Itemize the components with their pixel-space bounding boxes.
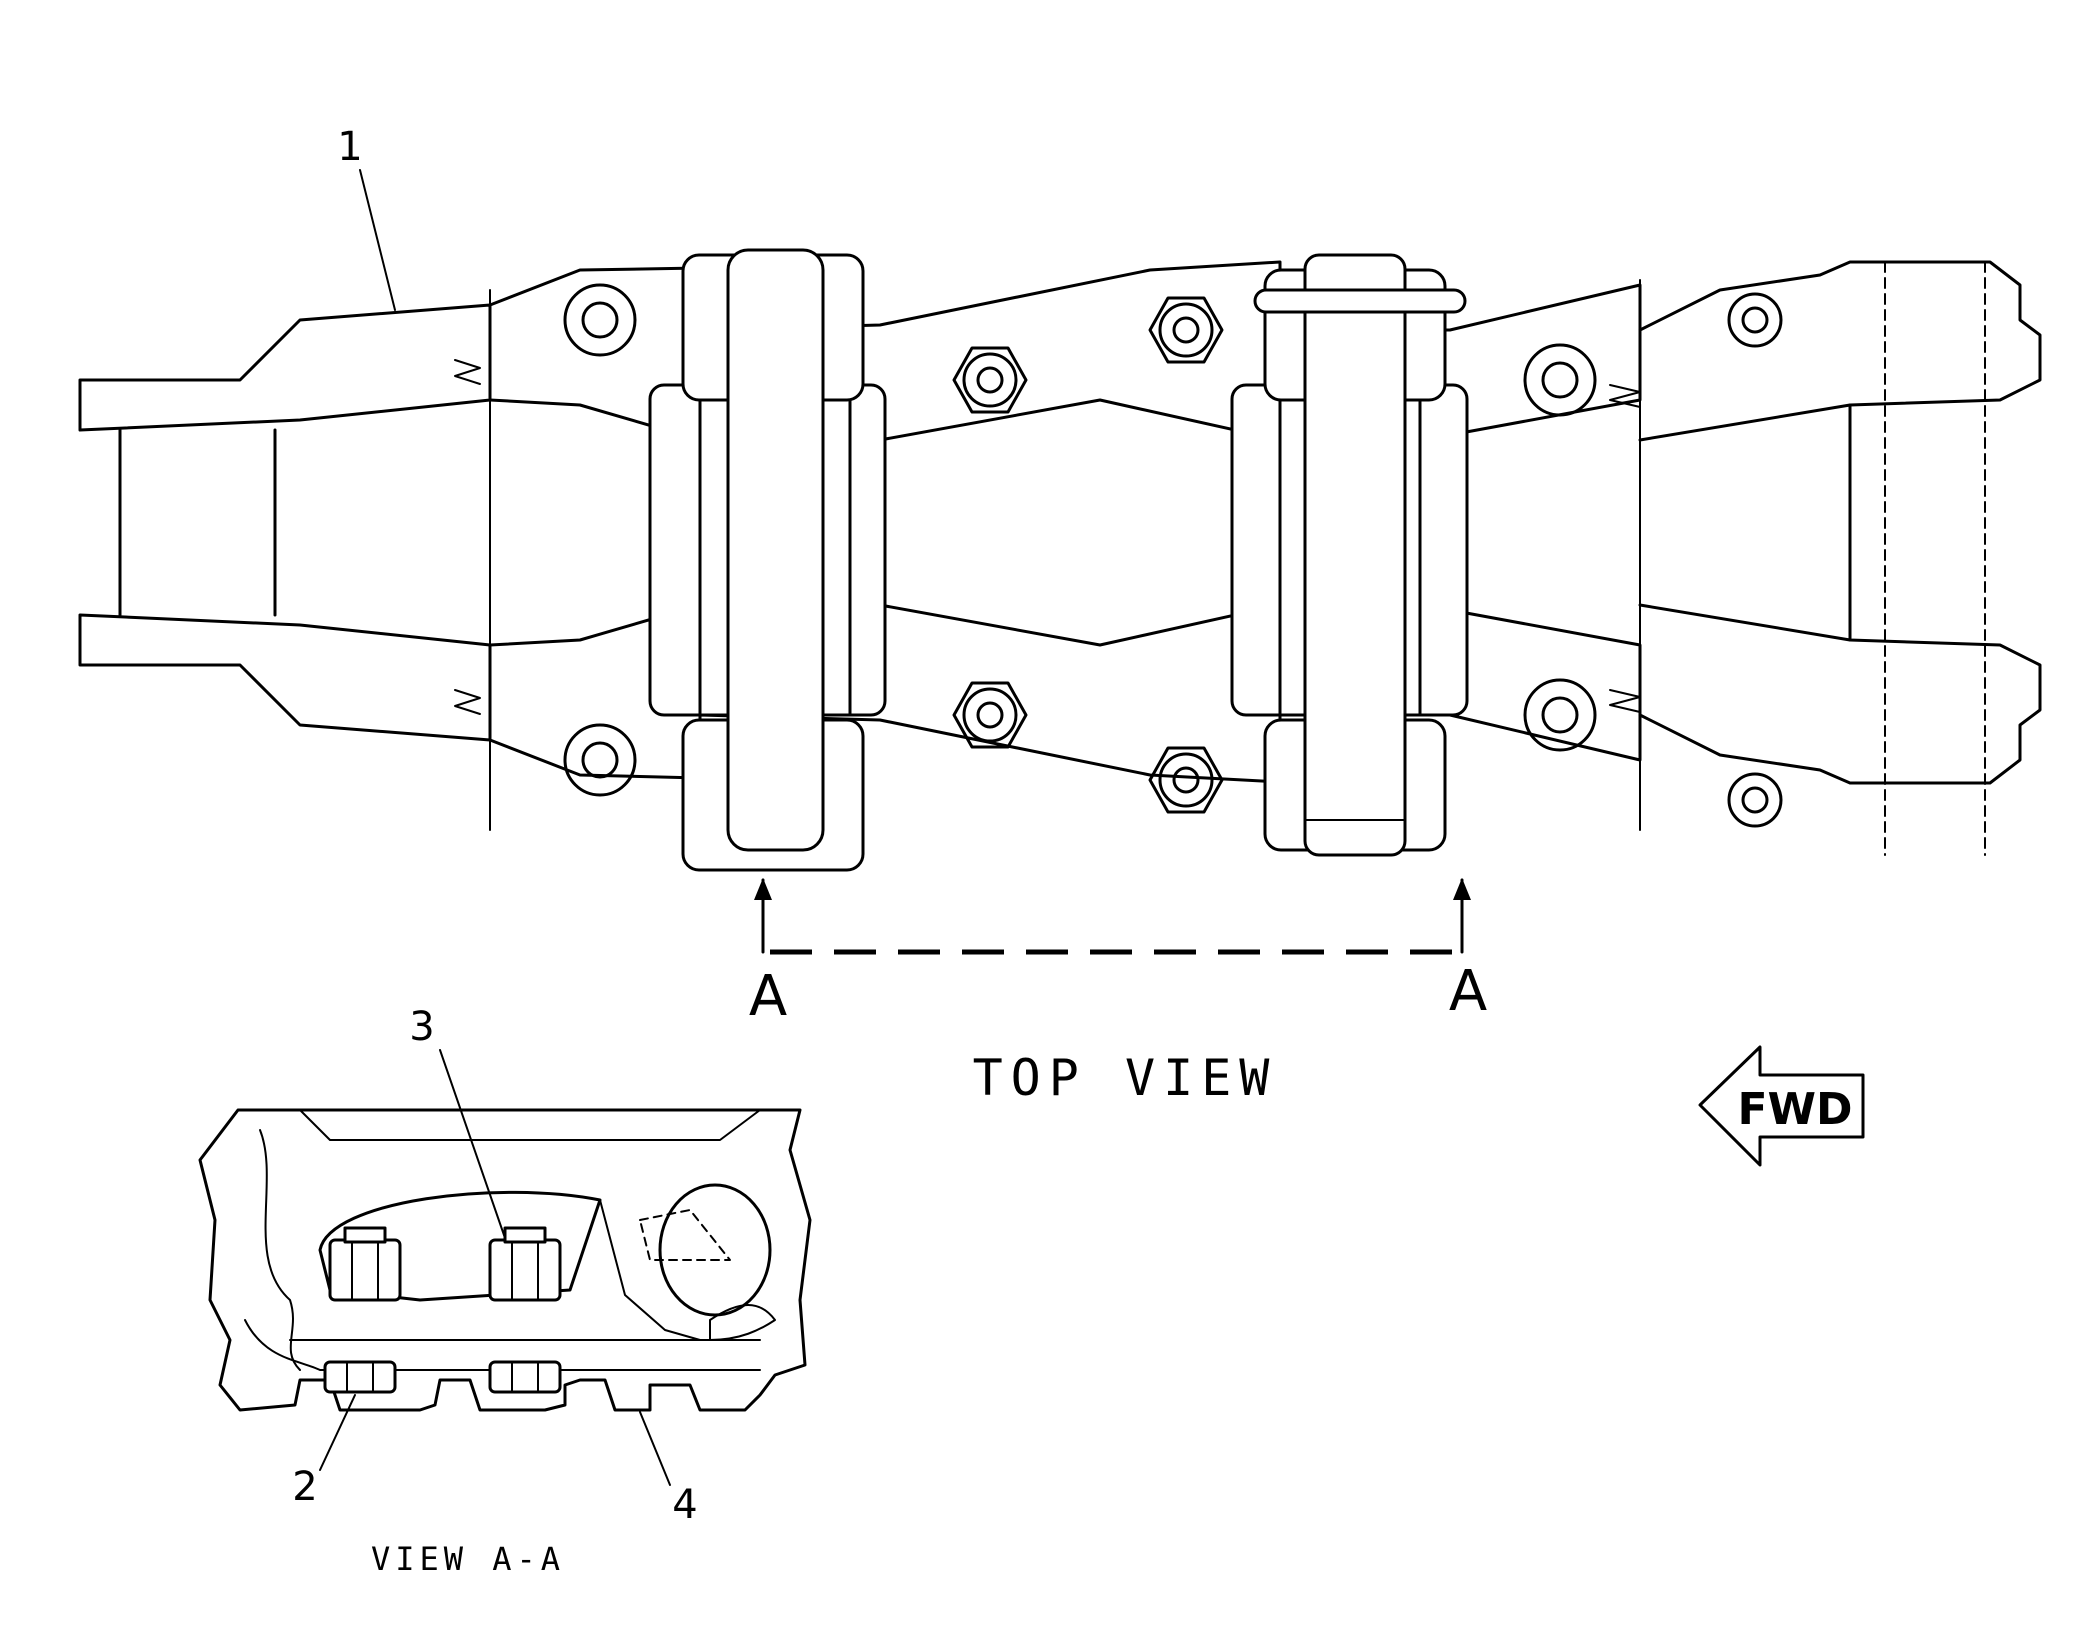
- section-mark-right: A: [1449, 959, 1487, 1024]
- hex-nut-icon: [952, 346, 1028, 414]
- top-view-caption: TOP VIEW: [973, 1049, 1278, 1107]
- pin-bushing-right: [1230, 253, 1469, 857]
- callout-2-label: 2: [292, 1464, 317, 1510]
- leader-line: [319, 1394, 356, 1471]
- callout-1-label: 1: [337, 124, 362, 170]
- top-view-track-chain: [78, 248, 2042, 872]
- track-link-left-end: [78, 289, 492, 831]
- pin-bushing-left: [648, 248, 887, 872]
- pin-hole-icon: [563, 723, 637, 797]
- hex-nut-icon: [952, 681, 1028, 749]
- section-mark-left: A: [749, 964, 787, 1029]
- hex-nut-icon: [1148, 296, 1224, 364]
- callout-2: 2: [292, 1394, 356, 1510]
- callout-4-label: 4: [672, 1482, 697, 1528]
- arrow-up-icon: [1453, 878, 1471, 900]
- arrow-left-icon: [1698, 1045, 1865, 1167]
- hex-nut-icon: [323, 1360, 397, 1394]
- callout-1: 1: [337, 124, 396, 311]
- callout-4: 4: [639, 1411, 698, 1528]
- leader-line: [439, 1049, 506, 1239]
- pin-hole-icon: [1727, 292, 1783, 348]
- shoe-nuts: [952, 296, 1224, 814]
- arrow-up-icon: [754, 878, 772, 900]
- pin-hole-icon: [1727, 772, 1783, 828]
- pin-hole-icon: [563, 283, 637, 357]
- pin-hole-icon: [1523, 678, 1597, 752]
- section-view-a-a: [198, 1108, 812, 1412]
- section-view-caption: VIEW A-A: [371, 1540, 565, 1578]
- leader-line: [359, 169, 396, 311]
- hex-nut-icon: [488, 1226, 562, 1302]
- fwd-label: FWD: [1737, 1084, 1852, 1135]
- section-cut-line: A A: [749, 878, 1487, 1029]
- pin-holes: [563, 283, 1783, 828]
- leader-line: [639, 1411, 671, 1486]
- track-link-right-end: [1609, 260, 2042, 856]
- hex-nut-icon: [488, 1360, 562, 1394]
- callout-3-label: 3: [409, 1004, 434, 1050]
- hex-nut-icon: [1148, 746, 1224, 814]
- fwd-direction-indicator: FWD: [1698, 1045, 1865, 1167]
- callout-3: 3: [409, 1004, 506, 1239]
- hex-nut-icon: [328, 1226, 402, 1302]
- pin-hole-icon: [1523, 343, 1597, 417]
